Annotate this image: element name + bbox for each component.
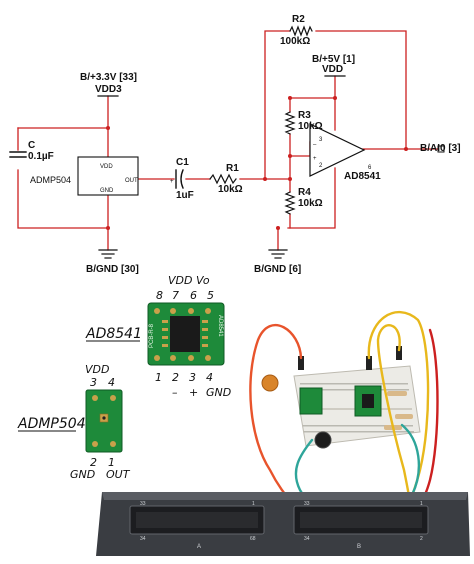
ad8541-pin3: 3 bbox=[189, 371, 196, 384]
ad8541-vo-label: Vo bbox=[196, 274, 210, 287]
c-ref: C bbox=[28, 140, 35, 151]
daq-device: 33 34 1 68 A 33 34 1 2 B bbox=[96, 492, 470, 556]
ad8541-pin6: 6 bbox=[190, 289, 197, 302]
resistor-r1 bbox=[209, 173, 237, 185]
daq-b-pin33: 33 bbox=[304, 501, 310, 507]
admp-part-label: ADMP504 bbox=[30, 175, 71, 185]
admp504-pads bbox=[92, 395, 116, 447]
jumper-head-3 bbox=[396, 346, 402, 360]
photo-ad8541-chip bbox=[362, 394, 374, 408]
ad8541-pads bbox=[154, 308, 211, 361]
daq-port-b: B bbox=[357, 544, 361, 550]
opamp-plus: + bbox=[313, 156, 317, 162]
photo-resistor-1 bbox=[387, 391, 407, 396]
resistor-r4 bbox=[284, 191, 296, 215]
c1-ref: C1 bbox=[176, 157, 189, 168]
admp504-pin4: 4 bbox=[108, 376, 115, 389]
connector-a-pins bbox=[136, 512, 258, 528]
ad8541-pin8: 8 bbox=[156, 289, 163, 302]
output-connector-icon bbox=[437, 145, 445, 153]
c1-plus-sign: + bbox=[170, 179, 174, 185]
ad8541-breakout: AD8541 VDD Vo 8 7 6 5 PCB-R-8 AD8541 1 2… bbox=[85, 274, 231, 399]
r3-ref: R3 bbox=[298, 110, 311, 121]
c1-value: 1uF bbox=[176, 190, 194, 201]
photo-resistor-3 bbox=[395, 414, 413, 419]
capacitor-c1 bbox=[175, 169, 184, 189]
ad8541-vdd-label: VDD bbox=[168, 274, 192, 287]
ad8541-plus-label: + bbox=[189, 386, 198, 399]
admp504-pin3: 3 bbox=[90, 376, 97, 389]
daq-a-pin1: 1 bbox=[252, 501, 255, 507]
ad8541-gnd-label: GND bbox=[206, 386, 231, 399]
opamp-symbol bbox=[309, 123, 366, 177]
daq-b-pin34: 34 bbox=[304, 536, 310, 542]
admp-gnd-pin: GND bbox=[100, 188, 114, 194]
ad8541-pin5: 5 bbox=[207, 289, 214, 302]
r3-value: 10kΩ bbox=[298, 121, 323, 132]
daq-b-pin1: 1 bbox=[420, 501, 423, 507]
daq-a-pin68: 68 bbox=[250, 536, 256, 542]
photo-admp-board bbox=[299, 387, 323, 415]
ground-icon-right bbox=[268, 249, 288, 259]
schematic-wires bbox=[17, 30, 439, 251]
opamp-pin2: 2 bbox=[319, 163, 323, 169]
admp504-out-label: OUT bbox=[106, 468, 131, 481]
c-value: 0.1µF bbox=[28, 151, 54, 162]
jumper-head-1 bbox=[298, 356, 304, 370]
r1-ref: R1 bbox=[226, 163, 239, 174]
admp-out-pin: OUT bbox=[125, 178, 138, 184]
daq-port-a: A bbox=[197, 544, 201, 550]
jumper-head-2 bbox=[366, 356, 372, 370]
daq-b-pin2: 2 bbox=[420, 536, 423, 542]
daq-a-pin33: 33 bbox=[140, 501, 146, 507]
r4-value: 10kΩ bbox=[298, 198, 323, 209]
vcc5-label: B/+5V [1] bbox=[312, 54, 355, 65]
ad8541-chip bbox=[170, 316, 200, 352]
resistor-r2 bbox=[289, 25, 313, 37]
ad8541-pin7: 7 bbox=[172, 289, 179, 302]
admp504-gnd-label: GND bbox=[70, 468, 95, 481]
junction-dots bbox=[106, 96, 408, 230]
gnd30-label: B/GND [30] bbox=[86, 264, 139, 275]
opamp-part-label: AD8541 bbox=[344, 171, 381, 182]
r4-ref: R4 bbox=[298, 187, 311, 198]
ceramic-capacitor bbox=[261, 374, 279, 392]
ground-icon-left bbox=[98, 249, 118, 259]
r2-ref: R2 bbox=[292, 14, 305, 25]
ad8541-pin4: 4 bbox=[206, 371, 213, 384]
admp504-pin1: 1 bbox=[108, 456, 115, 469]
vdd-right-label: VDD bbox=[322, 64, 343, 75]
vdd3-label: VDD3 bbox=[95, 84, 122, 95]
output-label: B/AI0 [3] bbox=[420, 143, 461, 154]
ad8541-title: AD8541 bbox=[85, 326, 142, 342]
admp504-mic-port bbox=[102, 416, 106, 420]
admp504-symbol bbox=[77, 156, 139, 196]
ad8541-silk-left: PCB-R-8 bbox=[149, 323, 155, 348]
ad8541-pin2: 2 bbox=[172, 371, 179, 384]
admp-vdd-pin: VDD bbox=[100, 164, 113, 170]
connector-b-pins bbox=[300, 512, 422, 528]
opamp-minus: – bbox=[313, 142, 317, 148]
daq-a-pin34: 34 bbox=[140, 536, 146, 542]
r1-value: 10kΩ bbox=[218, 184, 243, 195]
admp504-vdd-label: VDD bbox=[85, 363, 109, 376]
daq-top-edge bbox=[102, 492, 468, 500]
r2-value: 100kΩ bbox=[280, 36, 310, 47]
vcc33-label: B/+3.3V [33] bbox=[80, 72, 137, 83]
opamp-pin6: 6 bbox=[368, 165, 372, 171]
ad8541-minus-label: – bbox=[172, 386, 178, 399]
electrolytic-capacitor bbox=[314, 431, 332, 449]
ad8541-pin1: 1 bbox=[155, 371, 162, 384]
schematic: + – + R2 100kΩ B/+5V [1] VDD B/+3.3V [33… bbox=[9, 14, 461, 275]
gnd6-label: B/GND [6] bbox=[254, 264, 301, 275]
capacitor-c bbox=[9, 151, 27, 158]
opamp-pin3: 3 bbox=[319, 137, 323, 143]
ad8541-silk-right: AD8541 bbox=[217, 315, 223, 337]
admp504-breakout: ADMP504 VDD 3 4 2 1 GND OUT bbox=[17, 363, 131, 481]
breadboard-photo bbox=[249, 310, 439, 519]
resistor-r3 bbox=[284, 111, 296, 135]
admp504-title: ADMP504 bbox=[17, 416, 86, 432]
admp504-pin2: 2 bbox=[90, 456, 97, 469]
